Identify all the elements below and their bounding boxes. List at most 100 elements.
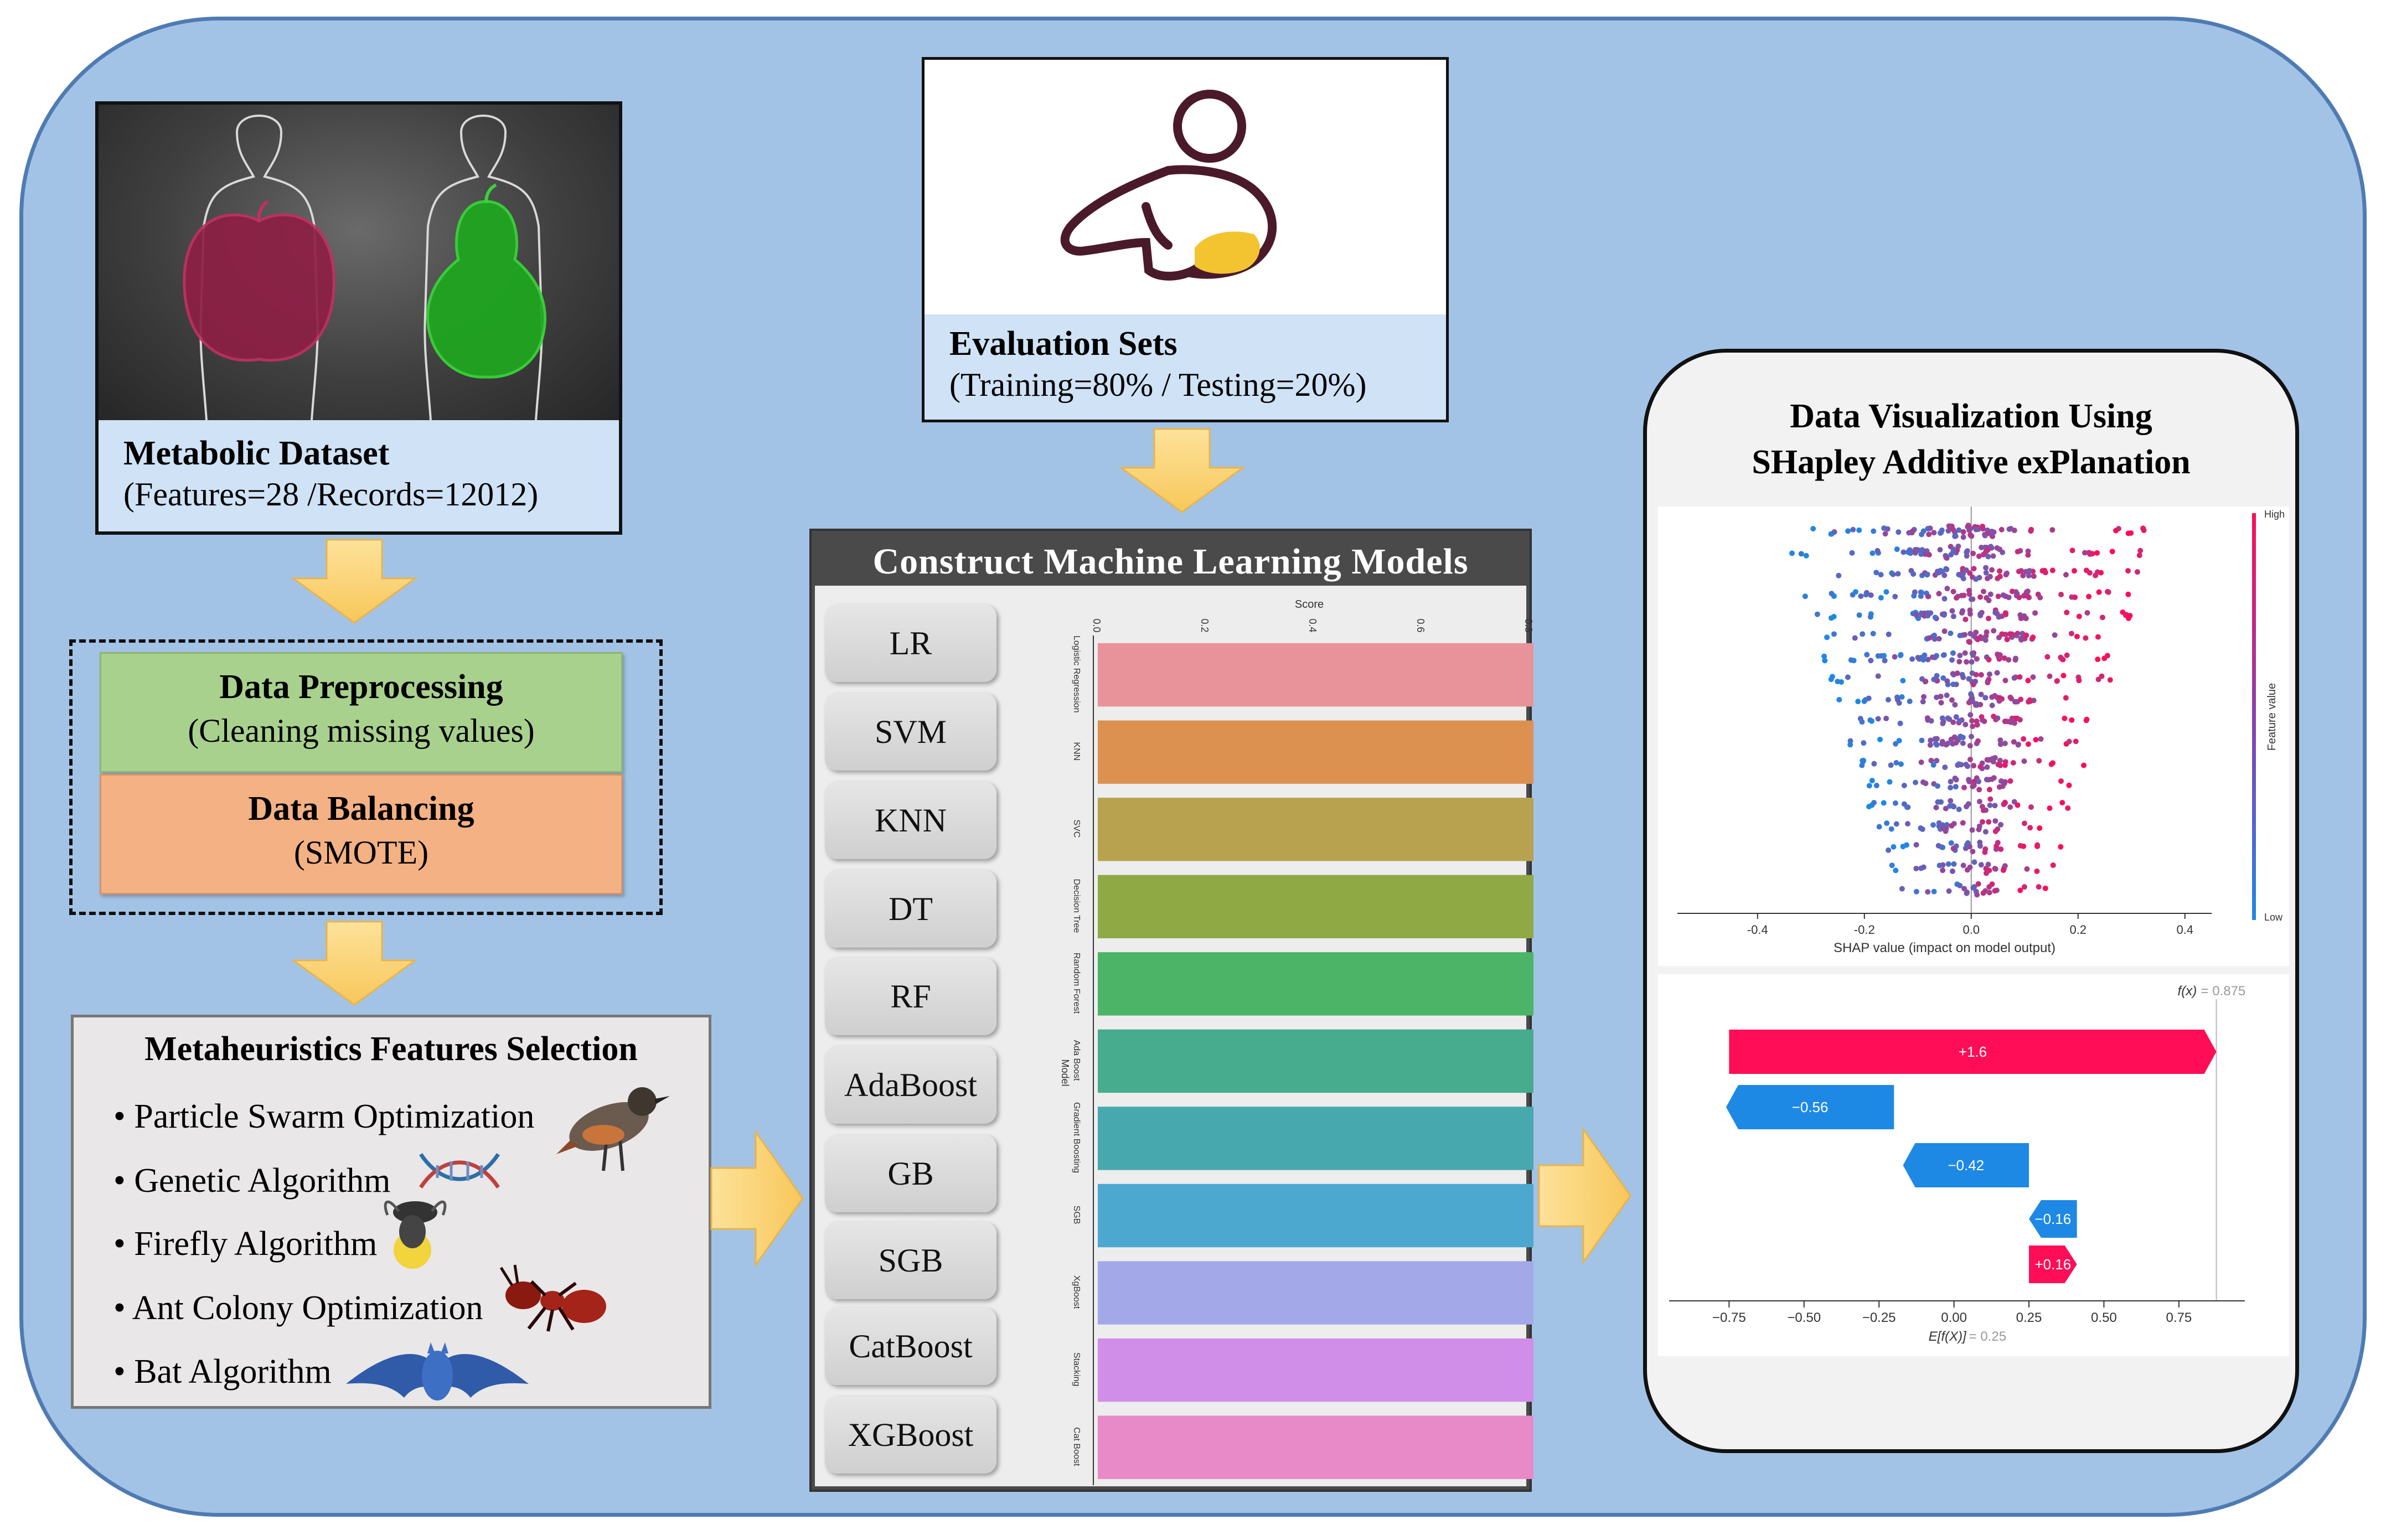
shap-point — [1875, 673, 1881, 679]
shap-point — [1960, 534, 1966, 540]
shap-point — [1867, 614, 1873, 620]
shap-point — [2084, 716, 2090, 722]
shap-point — [1959, 610, 1965, 616]
shap-point — [2007, 778, 2013, 784]
shap-point — [1975, 778, 1981, 784]
shap-point — [1960, 820, 1966, 826]
shap-point — [2028, 804, 2034, 810]
shap-point — [1893, 821, 1899, 827]
shap-point — [2037, 825, 2043, 831]
shap-point — [1952, 702, 1958, 708]
shap-point — [1942, 764, 1948, 771]
shap-point — [1988, 544, 1994, 550]
shap-point — [1948, 631, 1954, 637]
shap-point — [2137, 547, 2144, 554]
shap-point — [1944, 566, 1950, 572]
shap-point — [1943, 554, 1949, 560]
shap-point — [1882, 531, 1888, 537]
shap-point — [2038, 736, 2044, 742]
waterfall-tick-label: 0.50 — [2091, 1310, 2117, 1325]
shap-point — [1998, 526, 2005, 533]
shap-point — [2017, 843, 2023, 849]
model-button-gb[interactable]: GB — [825, 1135, 996, 1212]
shap-point — [2098, 570, 2104, 576]
shap-point — [1831, 613, 1837, 619]
shap-point — [1934, 673, 1940, 679]
shap-point — [1919, 737, 1925, 743]
shap-point — [1922, 652, 1928, 658]
shap-point — [1907, 547, 1913, 553]
shap-point — [1913, 842, 1919, 848]
model-button-rf[interactable]: RF — [825, 958, 996, 1035]
shap-point — [1980, 523, 1986, 529]
shap-point — [1923, 678, 1929, 684]
shap-point — [2009, 717, 2015, 723]
evaluation-box: Evaluation Sets (Training=80% / Testing=… — [922, 57, 1449, 422]
shap-point — [1960, 576, 1966, 582]
shap-point — [1884, 526, 1891, 532]
shap-point — [1864, 652, 1870, 658]
shap-point — [1857, 716, 1863, 722]
shap-point — [2062, 715, 2068, 721]
shap-point — [1918, 865, 1924, 871]
shap-point — [1913, 612, 1919, 618]
waterfall-bar-label: −0.42 — [1948, 1157, 1984, 1174]
shap-point — [1977, 611, 1984, 617]
shap-point — [1986, 597, 1992, 603]
shap-point — [1852, 635, 1858, 641]
shap-point — [2032, 610, 2038, 616]
shap-point — [1992, 803, 1998, 809]
shap-point — [1896, 738, 1902, 744]
waterfall-tick-label: 0.00 — [1941, 1310, 1967, 1325]
model-button-xgboost[interactable]: XGBoost — [825, 1396, 996, 1474]
model-button-svm[interactable]: SVM — [825, 693, 996, 771]
shap-point — [1883, 715, 1889, 721]
model-button-lr[interactable]: LR — [825, 604, 996, 682]
shap-point — [2020, 572, 2026, 578]
shap-point — [1903, 842, 1909, 848]
shap-point — [1931, 888, 1937, 895]
shap-point — [2028, 526, 2034, 533]
score-bar — [1098, 952, 1533, 1016]
shap-point — [1950, 719, 1956, 725]
waterfall-ex-label: E[f(X)] — [1929, 1329, 1967, 1344]
shap-point — [2033, 737, 2039, 743]
shap-point — [1798, 551, 1804, 557]
model-button-sgb[interactable]: SGB — [825, 1222, 996, 1299]
shap-point — [1995, 651, 2001, 657]
shap-point — [1992, 755, 1998, 761]
shap-point — [1963, 617, 1969, 623]
model-button-dt[interactable]: DT — [825, 870, 996, 948]
shap-point — [2113, 528, 2119, 534]
shap-point — [1949, 823, 1955, 829]
shap-point — [2109, 549, 2115, 555]
shap-point — [2069, 547, 2075, 554]
shap-point — [1933, 741, 1939, 747]
shap-point — [1957, 653, 1963, 659]
shap-point — [2068, 631, 2074, 637]
shap-point — [1926, 531, 1932, 538]
shap-point — [1948, 552, 1954, 558]
shap-point — [1883, 589, 1889, 595]
model-button-catboost[interactable]: CatBoost — [825, 1308, 996, 1385]
shap-point — [1941, 628, 1948, 634]
shap-point — [1937, 547, 1943, 553]
shap-point — [1985, 616, 1991, 622]
score-tick-label: 0.8 — [1523, 618, 1533, 632]
shap-point — [1999, 631, 2005, 637]
shap-point — [2016, 595, 2022, 601]
shap-point — [1856, 527, 1862, 533]
shap-point — [1986, 671, 1992, 677]
model-button-adaboost[interactable]: AdaBoost — [825, 1046, 996, 1124]
shap-point — [2015, 742, 2021, 748]
model-button-knn[interactable]: KNN — [825, 782, 996, 859]
shap-point — [1971, 566, 1977, 572]
shap-point — [2011, 675, 2017, 681]
shap-point — [2002, 779, 2008, 785]
shap-colorbar — [2252, 513, 2256, 920]
shap-tick-label: 0.4 — [2176, 923, 2193, 937]
shap-point — [1881, 653, 1887, 659]
shap-point — [1920, 699, 1926, 705]
shap-point — [1995, 593, 2001, 600]
shap-point — [2035, 591, 2041, 597]
